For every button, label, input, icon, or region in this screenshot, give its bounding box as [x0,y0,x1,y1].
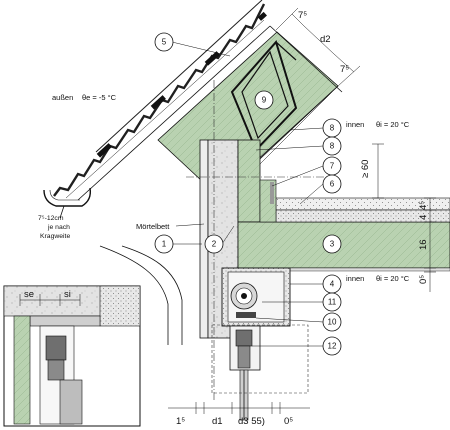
dim-v-4: 4 [418,215,429,220]
callout-5 [322,174,342,194]
svg-text:10: 10 [328,318,337,327]
floor-slab [237,221,450,269]
roof-inner-lining-2 [247,91,333,177]
dim-v-05: 0⁵ [418,275,429,284]
svg-text:11: 11 [328,298,337,307]
roller-shutter-box [221,267,291,327]
roof-batten-line [65,19,265,199]
dim-d2: d2 [320,34,331,45]
roof-underlay-line [77,25,271,201]
moertelbett-label: Mörtelbett [136,222,170,231]
svg-text:4: 4 [330,280,335,289]
gutter-note-line2: je nach [47,224,70,231]
inside-upper-temperature-prefix: innen [346,120,364,129]
callout-8-top [154,32,174,52]
gutter-note-line3: Kragweite [40,233,70,240]
dim-v-45: 4⁵ [418,201,429,210]
dim-v-16: 16 [418,239,429,250]
callouts: 5 9 8 8 7 6 1 2 3 4 11 10 12 [154,32,342,356]
dim-b-15: 1⁵ [176,416,185,427]
roof-dimensions: 7⁵ d2 7⁵ [275,7,361,87]
window-reference-box [211,324,309,394]
dim-side-75: 7⁵ [340,64,349,75]
inside-lower-temperature-value: θi = 20 °C [376,274,410,283]
callout-11 [322,292,342,312]
callout-12 [322,336,342,356]
inside-upper-temperature-value: θi = 20 °C [376,120,410,129]
roof-inner-lining [247,85,339,171]
svg-text:12: 12 [328,342,337,351]
dim-top-75: 7⁵ [298,10,307,21]
edge-strip-inner [270,182,274,204]
roof-tiles [53,3,266,197]
svg-text:1: 1 [162,240,167,249]
svg-text:7: 7 [330,162,335,171]
moertelbett-leader [175,223,205,227]
wall-masonry [237,139,261,223]
svg-text:3: 3 [330,240,335,249]
svg-text:6: 6 [330,180,335,189]
right-vertical-dimensions: ≥ 60 4⁵ 4 16 0⁵ [360,143,436,292]
roof-battens [96,11,267,158]
dim-ge60: ≥ 60 [360,160,371,178]
ceiling-plaster [289,267,450,272]
outside-temperature-prefix: außen [52,93,73,102]
callout-2 [204,234,224,254]
callout-1 [154,234,174,254]
svg-text:5: 5 [162,38,167,47]
svg-text:8: 8 [330,124,335,133]
gutter [43,187,92,219]
roof-ridge-edge-line [269,25,343,93]
dim-b-d3: d3 55) [238,416,265,427]
dim-b-05: 0⁵ [284,416,293,427]
inset-se-label: se [24,289,34,300]
callout-3 [322,234,342,254]
svg-text:8: 8 [330,142,335,151]
callout-10 [322,312,342,332]
dim-b-d1: d1 [212,416,223,427]
gutter-note-line1: 7⁵-12cm [38,215,64,222]
svg-text:2: 2 [212,240,217,249]
window-frame [229,325,261,421]
inset-detail: se si [3,285,141,427]
outside-temperature-value: θe = -5 °C [82,93,117,102]
callout-7 [322,136,342,156]
callout-9 [254,90,274,110]
roof-tiles-upper [95,0,263,153]
downpipe [99,245,183,345]
inset-si-label: si [64,289,71,300]
svg-text:9: 9 [262,96,267,105]
inside-lower-temperature-prefix: innen [346,274,364,283]
bottom-dimensions: 1⁵ d1 d3 55) 0⁵ [168,402,310,427]
